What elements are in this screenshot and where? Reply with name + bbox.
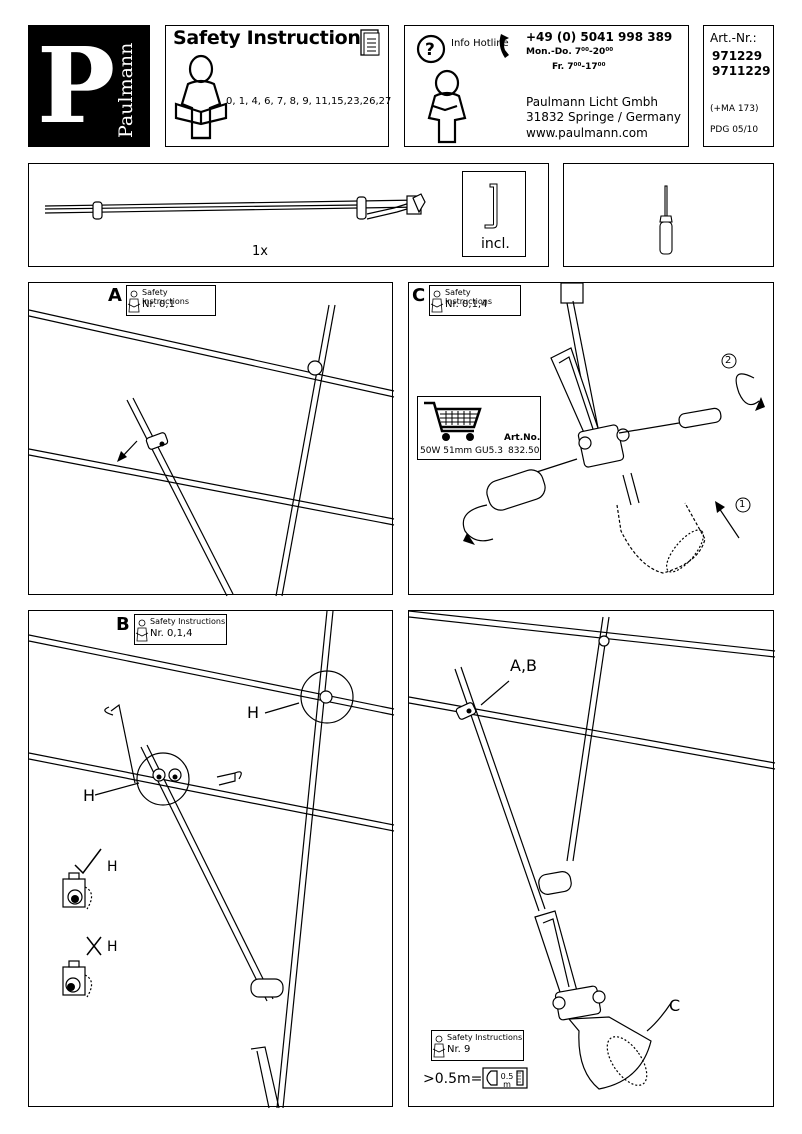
article-panel: Art.-Nr.: 971229 9711229 (+MA 173) PDG 0… xyxy=(703,25,774,147)
step-d-illustration xyxy=(408,610,776,1090)
article-label: Art.-Nr.: xyxy=(710,31,757,45)
step-b-illustration xyxy=(28,610,395,1109)
step-b-h-label-left: H xyxy=(83,786,96,805)
document-icon xyxy=(360,29,380,56)
cart-lamp-desc: 50W 51mm GU5.3 xyxy=(420,446,503,456)
step-d-label-c: C xyxy=(669,996,681,1015)
svg-text:?: ? xyxy=(425,40,435,60)
hotline-hours-friday: Fr. 7⁰⁰-17⁰⁰ xyxy=(552,62,606,72)
wire-arm-illustration xyxy=(44,193,426,220)
step-b-letter: B xyxy=(116,614,130,635)
company-name: Paulmann Licht Gmbh xyxy=(526,95,659,109)
hotline-phone: +49 (0) 5041 998 389 xyxy=(526,30,673,44)
step-c-marker-2: 2 xyxy=(725,355,732,366)
step-b-si-number: Nr. 0,1,4 xyxy=(150,628,193,639)
step-c-marker-1: 1 xyxy=(739,499,746,510)
paulmann-logo: P Paulmann xyxy=(28,25,150,147)
allen-key-icon xyxy=(484,183,498,229)
article-pdg: PDG 05/10 xyxy=(710,125,759,135)
lamp-cart-box: Art.No. 50W 51mm GU5.3 832.50 xyxy=(417,396,541,460)
article-number-1: 971229 xyxy=(712,49,763,63)
step-d-distance-icon-text: 0.5 m xyxy=(500,1072,514,1089)
safety-numbers: 0, 1, 4, 6, 7, 8, 9, 11,15,23,26,27 xyxy=(226,96,392,107)
step-c-si-title: Safety Instructions xyxy=(445,288,492,306)
hotline-label: Info Hotline xyxy=(451,38,509,49)
shopping-cart-icon xyxy=(424,401,482,441)
allen-key-box: incl. xyxy=(462,171,526,257)
step-a-illustration xyxy=(28,304,395,597)
step-b-h-label-wrong: H xyxy=(107,939,118,955)
reading-person-icon xyxy=(135,619,149,642)
help-person-icon: ? xyxy=(416,34,509,144)
logo-text: Paulmann xyxy=(115,42,137,138)
step-a-si-title: Safety Instructions xyxy=(142,288,189,306)
step-b-panel: B Safety Instructions Nr. 0,1,4 xyxy=(28,610,395,1109)
contents-quantity: 1x xyxy=(252,244,268,259)
step-d-si-title: Safety Instructions xyxy=(447,1033,523,1042)
reading-person-icon xyxy=(174,54,228,140)
step-a-safety-badge: Safety Instructions Nr. 0,1 xyxy=(126,285,216,316)
step-c-panel: C Safety Instructions Nr. 0,1,4 Art.No. … xyxy=(408,282,774,595)
step-a-letter: A xyxy=(108,285,122,306)
cart-artno-label: Art.No. xyxy=(504,433,541,443)
tool-included-note: incl. xyxy=(481,236,510,252)
step-d-si-number: Nr. 9 xyxy=(447,1044,471,1055)
hotline-hours-weekday: Mon.-Do. 7⁰⁰-20⁰⁰ xyxy=(526,47,614,57)
package-contents-panel: 1x incl. xyxy=(28,163,549,267)
step-d-panel: A,B C Safety Instructions Nr. 9 >0.5m= 0… xyxy=(408,610,776,1107)
reading-person-icon xyxy=(432,1035,446,1058)
reading-person-icon xyxy=(127,290,141,313)
step-c-safety-badge: Safety Instructions Nr. 0,1,4 xyxy=(429,285,521,316)
step-b-safety-badge: Safety Instructions Nr. 0,1,4 xyxy=(134,614,227,645)
reading-person-icon xyxy=(430,290,444,313)
company-website: www.paulmann.com xyxy=(526,126,648,140)
step-a-si-number: Nr. 0,1 xyxy=(142,299,175,310)
step-b-si-title: Safety Instructions xyxy=(150,617,226,626)
logo-letter: P xyxy=(37,24,116,147)
step-b-h-label-correct: H xyxy=(107,859,118,875)
phone-icon xyxy=(499,34,509,58)
step-a-panel: A Safety Instructions Nr. 0,1 xyxy=(28,282,395,597)
step-c-illustration xyxy=(462,282,765,574)
step-c-letter: C xyxy=(412,285,426,306)
safety-title: Safety Instructions xyxy=(173,27,372,49)
step-d-distance: >0.5m= xyxy=(423,1071,483,1087)
article-ma: (+MA 173) xyxy=(710,104,759,114)
article-number-2: 9711229 xyxy=(712,64,771,78)
tools-required-panel xyxy=(563,163,774,267)
screwdriver-icon xyxy=(659,185,673,255)
step-d-label-ab: A,B xyxy=(510,656,538,675)
step-c-si-number: Nr. 0,1,4 xyxy=(445,299,488,310)
company-address: 31832 Springe / Germany xyxy=(526,110,681,124)
step-d-safety-badge: Safety Instructions Nr. 9 xyxy=(431,1030,524,1061)
step-b-h-label-top: H xyxy=(247,703,260,722)
cart-artno: 832.50 xyxy=(508,446,540,456)
hotline-panel: ? Info Hotline +49 (0) 5041 998 389 Mon.… xyxy=(404,25,689,147)
safety-instructions-panel: Safety Instructions 0, 1, 4, 6, 7, 8, 9,… xyxy=(165,25,392,147)
